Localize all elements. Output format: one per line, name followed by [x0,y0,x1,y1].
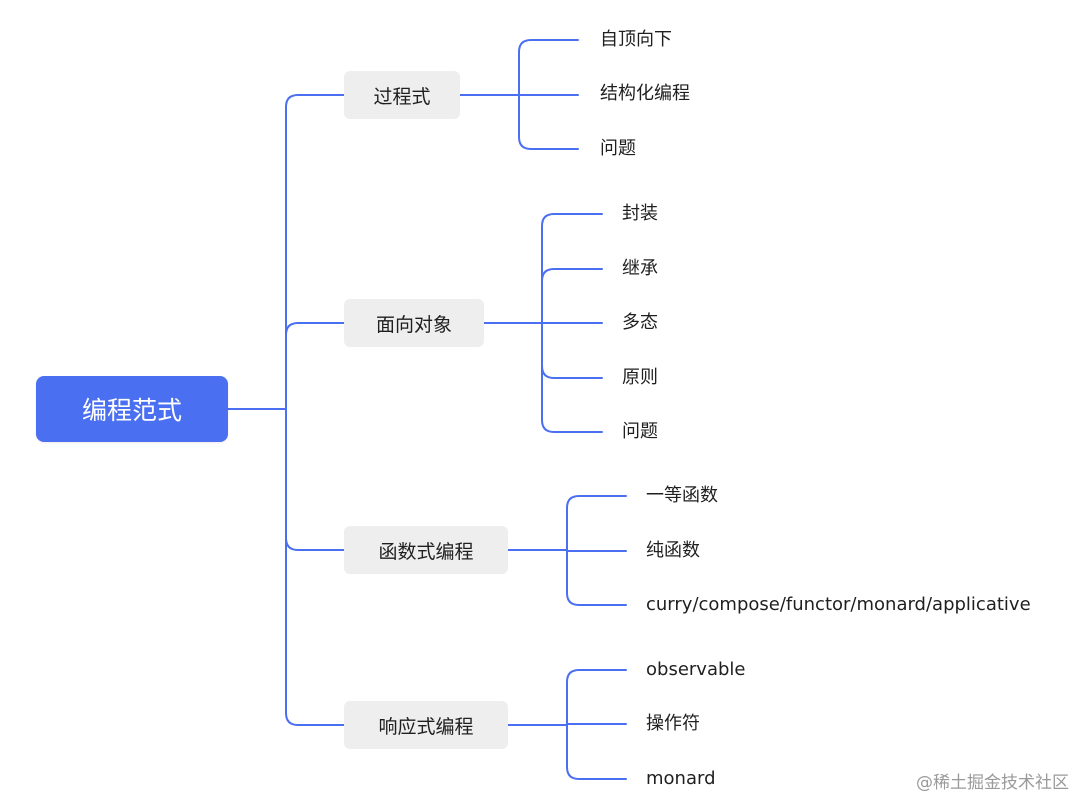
object-oriented-connector-branch [541,268,603,324]
branch-node-object-oriented[interactable]: 面向对象 [344,299,484,347]
footer-watermark: @稀土掘金技术社区 [916,773,1069,793]
reactive-connector-branch [566,724,627,780]
leaf-node[interactable]: 封装 [622,203,658,224]
procedural-connector-branch [518,94,579,150]
functional-connector-branch [566,495,627,551]
leaf-node[interactable]: curry/compose/functor/monard/applicative [646,594,1031,615]
functional-connector-branch [566,549,627,552]
leaf-node[interactable]: 自顶向下 [600,29,672,50]
branch-node-procedural[interactable]: 过程式 [344,71,460,119]
root-connector-branch [285,408,345,551]
object-oriented-connector-branch [541,322,603,433]
leaf-node[interactable]: 继承 [622,258,658,279]
leaf-node[interactable]: 结构化编程 [600,83,690,104]
leaf-node[interactable]: 纯函数 [646,540,700,561]
leaf-node[interactable]: 一等函数 [646,485,718,506]
branch-node-reactive[interactable]: 响应式编程 [344,701,508,749]
root-connector-branch [285,408,345,726]
leaf-node[interactable]: 原则 [622,367,658,388]
reactive-connector-branch [566,669,627,726]
root-connector-branch [285,322,345,410]
leaf-node[interactable]: 多态 [622,312,658,333]
root-connector-branch [285,94,345,410]
functional-connector-branch [566,549,627,606]
leaf-node[interactable]: monard [646,768,716,789]
reactive-connector-branch [566,723,627,726]
leaf-node[interactable]: observable [646,659,746,680]
leaf-node[interactable]: 问题 [622,421,658,442]
leaf-node[interactable]: 问题 [600,138,636,159]
branch-node-functional[interactable]: 函数式编程 [344,526,508,574]
leaf-node[interactable]: 操作符 [646,713,700,734]
root-node[interactable]: 编程范式 [36,376,228,442]
object-oriented-connector-branch [541,322,603,379]
object-oriented-connector-branch [541,213,603,324]
procedural-connector-branch [518,39,579,96]
